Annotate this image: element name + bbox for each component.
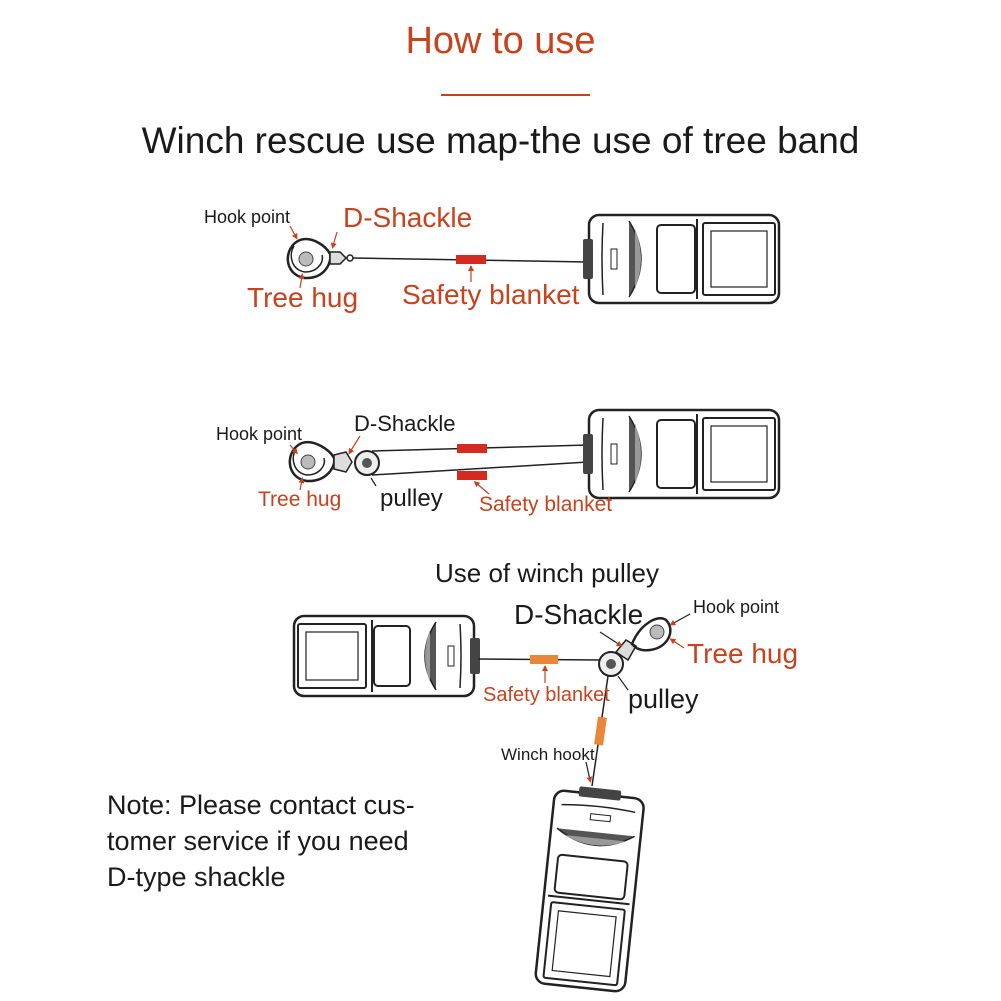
d3-tree-hug-label: Tree hug: [687, 638, 799, 669]
d2-hook-point-label: Hook point: [216, 424, 303, 444]
d3-d-shackle-label: D-Shackle: [514, 599, 644, 630]
page-subtitle: Winch rescue use map-the use of tree ban…: [141, 120, 860, 161]
d-shackle-1: [329, 251, 354, 265]
d3-heading: Use of winch pulley: [435, 558, 659, 588]
tree-hug-loop-2: [288, 440, 336, 483]
d3-pulley-label: pulley: [628, 684, 699, 714]
truck-4: [534, 786, 645, 993]
truck-2: [583, 408, 781, 500]
d3-hook-point-label: Hook point: [693, 597, 780, 617]
d2-safety-blanket-label: Safety blanket: [479, 493, 613, 516]
d-shackle-2: [333, 451, 353, 473]
tree-hug-loop-1: [286, 237, 332, 280]
safety-blanket-3a: [530, 655, 558, 664]
truck-3: [292, 614, 480, 698]
page-title: How to use: [405, 20, 596, 62]
safety-blanket-2b: [457, 471, 487, 480]
safety-blanket-1: [456, 255, 486, 264]
d2-tree-hug-label: Tree hug: [258, 488, 342, 511]
d2-d-shackle-label: D-Shackle: [354, 411, 456, 436]
diagram-3: [292, 613, 691, 993]
d1-d-shackle-label: D-Shackle: [343, 202, 473, 233]
diagram-1: [286, 213, 781, 305]
pulley-2: [354, 450, 380, 476]
title-underline: [441, 94, 590, 96]
d1-hook-point-label: Hook point: [204, 207, 291, 227]
d3-winch-hook-label: Winch hookt: [501, 745, 595, 764]
diagram-2: [288, 408, 781, 500]
d1-safety-blanket-label: Safety blanket: [402, 279, 580, 310]
note-text: Note: Please contact cus- tomer service …: [107, 790, 415, 892]
d1-tree-hug-label: Tree hug: [247, 282, 359, 313]
d2-pulley-label: pulley: [380, 485, 443, 512]
safety-blanket-2a: [457, 444, 487, 453]
truck-1: [583, 213, 781, 305]
safety-blanket-3b: [594, 716, 607, 746]
tree-hug-loop-3: [630, 617, 672, 652]
d-shackle-3: [614, 639, 638, 662]
d3-safety-blanket-label: Safety blanket: [483, 684, 610, 706]
pulley-3: [598, 651, 624, 677]
